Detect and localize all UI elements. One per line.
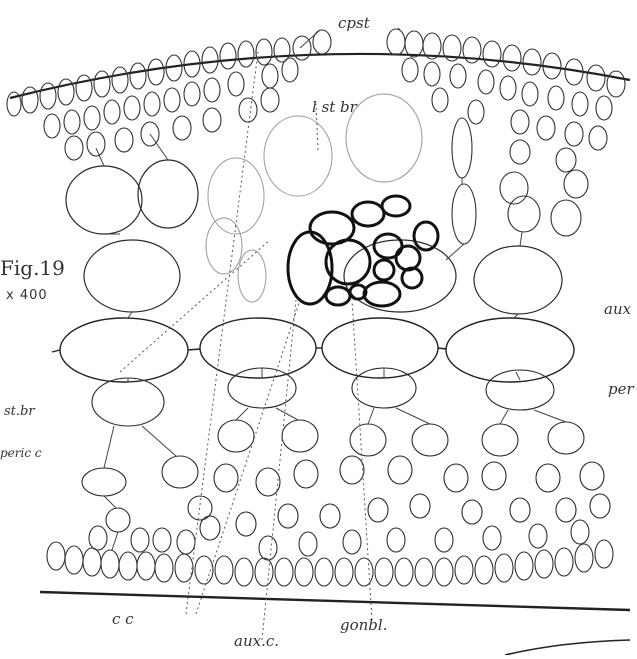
figure-number: Fig.19 — [0, 256, 65, 280]
central-axial-row — [52, 318, 574, 382]
label-peric-c: peric c — [0, 446, 42, 460]
left-filament-cells — [66, 160, 198, 312]
upper-left-filaments — [7, 30, 331, 160]
label-aux-c: aux.c. — [234, 632, 279, 650]
top-boundary-arc — [10, 54, 630, 98]
figure-magnification: x 400 — [6, 288, 48, 303]
bottom-boundary-arc — [40, 592, 630, 610]
corner-arc — [505, 640, 630, 655]
label-aux-right: aux — [604, 300, 631, 318]
label-gonbl: gonbl. — [340, 616, 387, 634]
label-l-st-br: l st br — [312, 98, 357, 116]
label-st-br: st.br — [4, 404, 35, 419]
label-cc: c c — [112, 610, 134, 628]
lower-filament-cells — [82, 368, 610, 540]
label-cpst: cpst — [338, 14, 370, 32]
gonimoblast-cluster — [288, 196, 438, 306]
label-peri-right: per — [608, 380, 634, 398]
bottom-cortical-row — [47, 520, 613, 586]
